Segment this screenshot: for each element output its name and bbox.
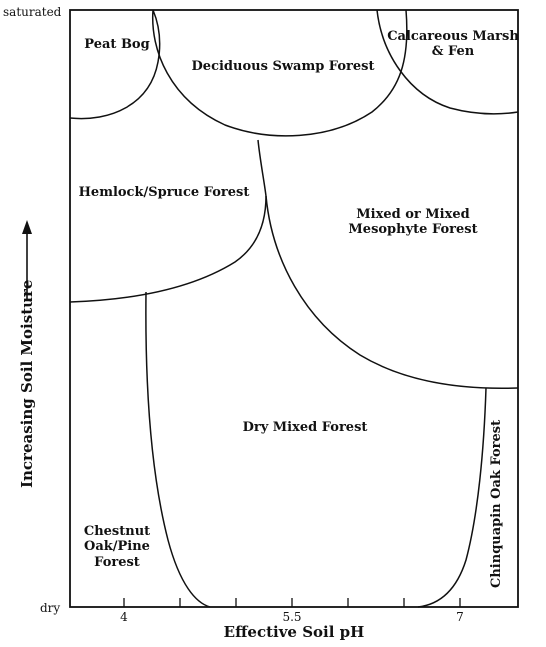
mixed-mesophyte-boundary: [265, 195, 519, 390]
x-tick-label: 4: [120, 610, 128, 624]
region-mixed-mesophyte-line2: Mesophyte Forest: [348, 222, 477, 237]
region-calcareous-marsh-line1: Calcareous Marsh: [387, 29, 519, 44]
deciduous-swamp-boundary: [151, 9, 408, 137]
y-axis-title-group: Increasing Soil Moisture: [18, 220, 36, 488]
y-axis-arrow-head: [22, 220, 32, 234]
hemlock-spruce-boundary: [69, 195, 267, 303]
region-peat-bog: Peat Bog: [84, 37, 149, 52]
region-chestnut-oak-line1: Chestnut: [84, 524, 150, 539]
region-dry-mixed: Dry Mixed Forest: [243, 420, 368, 435]
y-axis-top-label: saturated: [3, 5, 62, 19]
y-axis-title: Increasing Soil Moisture: [18, 280, 36, 488]
y-axis-bottom-label: dry: [40, 601, 60, 615]
x-tick-label: 7: [456, 610, 464, 624]
x-axis-title: Effective Soil pH: [224, 623, 365, 641]
region-chestnut-oak-line2: Oak/Pine: [84, 539, 150, 554]
x-tick-label: 5.5: [282, 610, 301, 624]
region-hemlock-spruce: Hemlock/Spruce Forest: [79, 185, 250, 200]
region-chestnut-oak-line3: Forest: [94, 555, 140, 570]
x-axis-ticks: [123, 598, 461, 607]
hemlock-mixed-divider: [257, 139, 267, 197]
plot-frame: [69, 9, 519, 608]
region-deciduous-swamp: Deciduous Swamp Forest: [192, 59, 375, 74]
chinquapin-oak-boundary: [417, 387, 487, 608]
region-chinquapin-oak: Chinquapin Oak Forest: [489, 420, 504, 588]
chestnut-oak-boundary: [145, 291, 211, 608]
region-calcareous-marsh-line2: & Fen: [432, 44, 475, 59]
calcareous-marsh-boundary: [376, 9, 519, 115]
peat-bog-boundary: [69, 9, 161, 120]
region-mixed-mesophyte-line1: Mixed or Mixed: [356, 207, 469, 222]
